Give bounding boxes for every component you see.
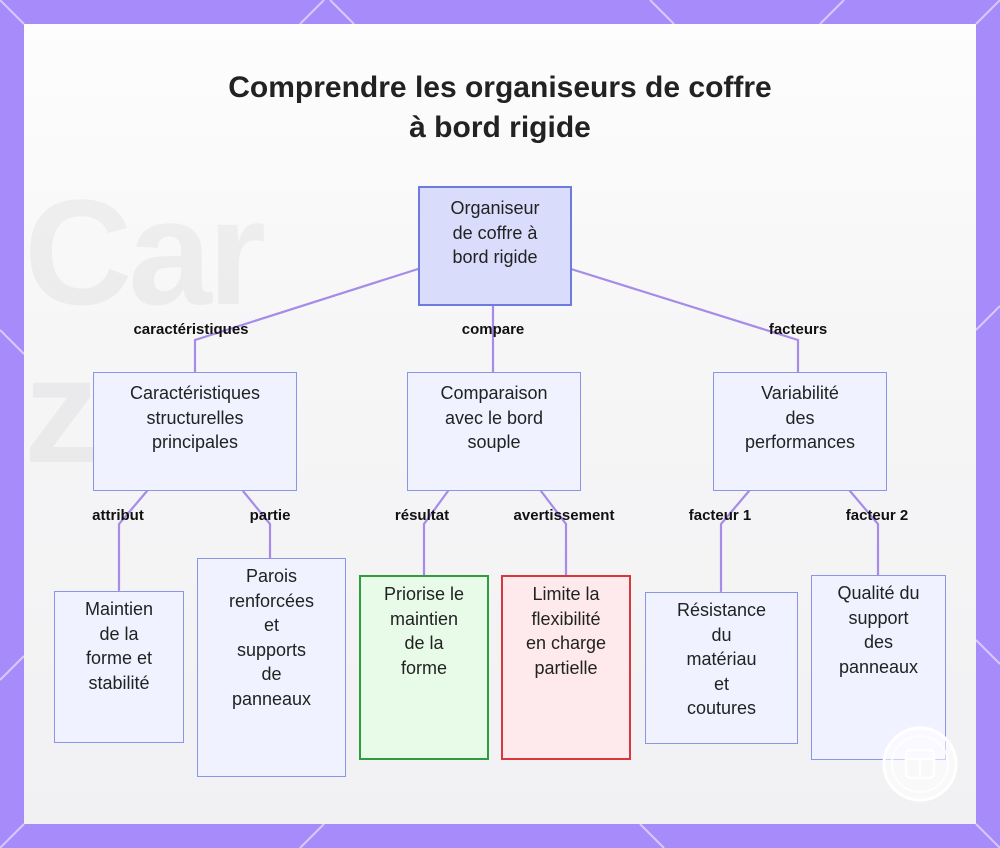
diagram-card: Car zon Comprendre les organiseurs de co… <box>24 24 976 824</box>
connector-lines <box>117 267 880 593</box>
edge-label-attribut: attribut <box>92 507 144 524</box>
edge-label-facteurs: facteurs <box>768 321 828 338</box>
node-structure: Caractéristiques structurelles principal… <box>93 372 297 491</box>
node-limite: Limite la flexibilité en charge partiell… <box>501 575 631 760</box>
page-title: Comprendre les organiseurs de coffre à b… <box>228 71 772 144</box>
edge-label-compare: compare <box>461 321 525 338</box>
connector-resultat <box>422 489 450 577</box>
node-priorise: Priorise le maintien de la forme <box>359 575 489 760</box>
node-comparaison: Comparaison avec le bord souple <box>407 372 581 491</box>
edge-label-resultat: résultat <box>394 507 450 524</box>
connector-facteur2 <box>848 489 880 577</box>
node-root: Organiseur de coffre à bord rigide <box>418 186 572 306</box>
node-maintien: Maintien de la forme et stabilité <box>54 591 184 743</box>
connector-attribut <box>117 489 149 592</box>
edge-label-partie: partie <box>249 507 291 524</box>
node-resistance: Résistance du matériau et coutures <box>645 592 798 744</box>
edge-label-facteur2: facteur 2 <box>845 507 909 524</box>
connector-caracteristiques <box>193 267 420 375</box>
node-variabilite: Variabilité des performances <box>713 372 887 491</box>
edge-label-facteur1: facteur 1 <box>688 507 752 524</box>
connector-facteur1 <box>719 489 751 593</box>
connector-facteurs <box>569 267 800 375</box>
edge-label-avertissement: avertissement <box>513 507 615 524</box>
edge-label-caracteristiques: caractéristiques <box>133 321 249 338</box>
connector-avertissement <box>539 489 568 577</box>
node-parois: Parois renforcées et supports de panneau… <box>197 558 346 777</box>
connector-partie <box>241 489 272 560</box>
app-window-icon <box>882 726 958 802</box>
